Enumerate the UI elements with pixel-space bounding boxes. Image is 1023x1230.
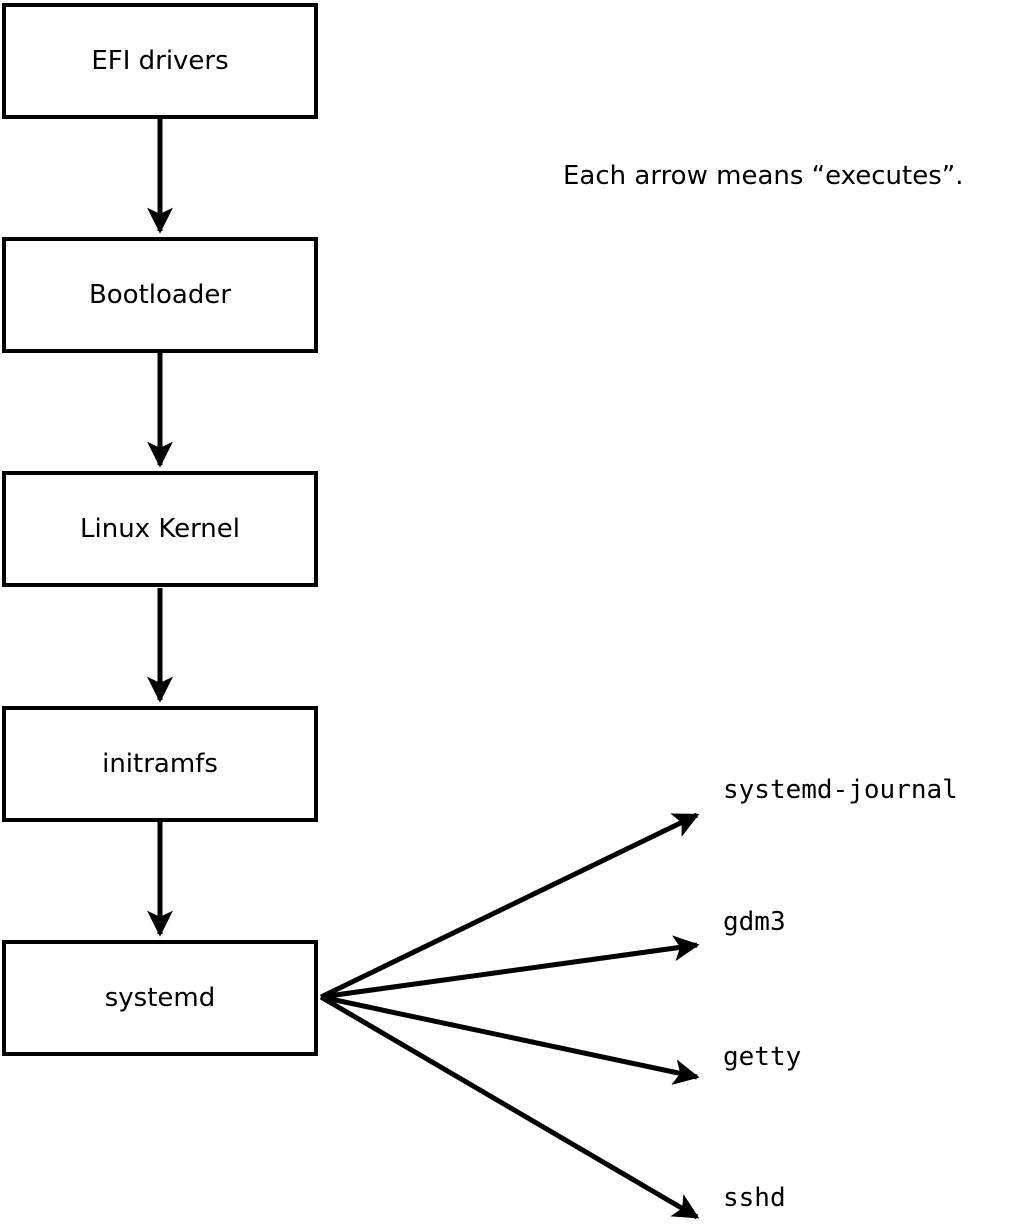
process-label-sshd: sshd bbox=[723, 1183, 786, 1213]
node-efi-drivers: EFI drivers bbox=[2, 3, 318, 119]
process-label-gdm3: gdm3 bbox=[723, 907, 786, 937]
arrow-systemd-to-gdm3 bbox=[320, 935, 700, 1000]
arrow-systemd-to-getty bbox=[320, 994, 700, 1085]
annotation-arrow-meaning: Each arrow means “executes”. bbox=[563, 161, 964, 191]
node-label-initramfs: initramfs bbox=[102, 749, 218, 779]
node-label-bootloader: Bootloader bbox=[88, 280, 232, 310]
node-label-efi-drivers: EFI drivers bbox=[91, 46, 229, 76]
process-label-getty: getty bbox=[723, 1042, 802, 1072]
node-label-systemd: systemd bbox=[104, 983, 216, 1013]
node-systemd: systemd bbox=[2, 940, 318, 1056]
process-label-systemd-journal: systemd-journal bbox=[723, 775, 958, 805]
arrow-systemd-to-systemd-journal bbox=[319, 812, 700, 1000]
node-bootloader: Bootloader bbox=[2, 237, 318, 353]
node-label-linux-kernel: Linux Kernel bbox=[80, 514, 240, 544]
node-initramfs: initramfs bbox=[2, 706, 318, 822]
arrow-systemd-to-sshd bbox=[319, 994, 700, 1220]
node-linux-kernel: Linux Kernel bbox=[2, 471, 318, 587]
